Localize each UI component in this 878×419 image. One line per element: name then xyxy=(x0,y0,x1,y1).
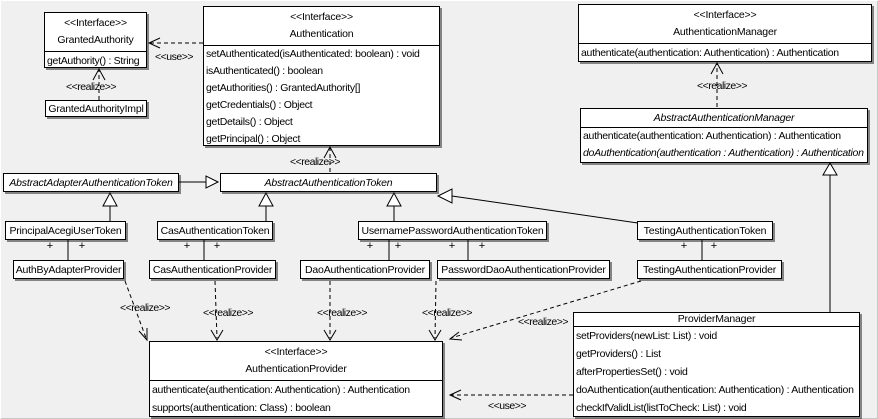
method: getCredentials() : Object xyxy=(206,99,313,111)
stereotype: <<Interface>> xyxy=(290,11,353,23)
association-end-plus: + xyxy=(46,240,54,252)
method: authenticate(authentication: Authenticat… xyxy=(583,130,841,142)
generalization-testing-to-abstract-token xyxy=(436,188,639,224)
realize-label: <<realize>> xyxy=(518,316,568,328)
class-name: GrantedAuthority xyxy=(57,34,134,46)
class-header: AbstractAuthenticationManager xyxy=(581,109,867,128)
class-testing-authentication-token[interactable]: TestingAuthenticationToken xyxy=(637,221,773,240)
method: getDetails() : Object xyxy=(206,116,293,128)
methods-compartment: setProviders(newList: List) : void getPr… xyxy=(574,327,859,417)
generalization-username-to-abstract-token xyxy=(386,191,402,221)
generalization-cas-to-abstract-token xyxy=(258,191,274,221)
realize-label: <<realize>> xyxy=(290,156,340,168)
class-name: GrantedAuthorityImpl xyxy=(48,102,144,115)
class-name: PrincipalAcegiUserToken xyxy=(9,224,122,237)
realize-label: <<realize>> xyxy=(422,307,472,319)
class-abstract-adapter-authentication-token[interactable]: AbstractAdapterAuthenticationToken xyxy=(3,173,179,192)
method: doAuthentication(authentication: Authent… xyxy=(576,384,854,396)
methods-compartment: getAuthority() : String xyxy=(45,52,146,70)
association-end-plus: + xyxy=(710,240,718,252)
class-name: AuthByAdapterProvider xyxy=(15,263,122,276)
class-abstract-authentication-manager[interactable]: AbstractAuthenticationManager authentica… xyxy=(580,108,868,163)
realize-label: <<realize>> xyxy=(317,307,367,319)
method: authenticate(authentication: Authenticat… xyxy=(581,47,839,59)
class-name: AuthenticationProvider xyxy=(245,363,347,375)
association-end-plus: + xyxy=(394,240,402,252)
association-end-plus: + xyxy=(78,240,86,252)
class-name: AbstractAdapterAuthenticationToken xyxy=(9,176,173,189)
class-principal-acegi-user-token[interactable]: PrincipalAcegiUserToken xyxy=(5,221,126,240)
association-end-plus: + xyxy=(366,240,374,252)
class-name: PasswordDaoAuthenticationProvider xyxy=(441,263,606,276)
class-name: Authentication xyxy=(289,28,354,40)
class-header: <<Interface>> GrantedAuthority xyxy=(45,13,146,52)
class-granted-authority-impl[interactable]: GrantedAuthorityImpl xyxy=(45,100,147,117)
class-header: <<Interface>> AuthenticationManager xyxy=(579,5,871,44)
method: afterPropertiesSet() : void xyxy=(576,366,688,378)
realize-label: <<realize>> xyxy=(203,307,253,319)
stereotype: <<Interface>> xyxy=(693,9,757,21)
class-name: AbstractAuthenticationToken xyxy=(264,176,393,189)
generalization-principal-to-adapter-token xyxy=(102,191,118,221)
class-cas-authentication-provider[interactable]: CasAuthenticationProvider xyxy=(149,260,276,279)
class-name: ProviderManager xyxy=(677,313,756,325)
methods-compartment: setAuthenticated(isAuthenticated: boolea… xyxy=(204,46,439,148)
method: supports(authentication: Class) : boolea… xyxy=(152,402,331,414)
association-end-plus: + xyxy=(478,240,486,252)
association-end-plus: + xyxy=(448,240,456,252)
generalization-providermanager-to-abstractmanager xyxy=(822,162,838,312)
class-header: <<Interface>> AuthenticationProvider xyxy=(150,342,442,381)
class-name: DaoAuthenticationProvider xyxy=(305,263,425,276)
class-name: AuthenticationManager xyxy=(673,26,777,38)
class-abstract-authentication-token[interactable]: AbstractAuthenticationToken xyxy=(220,173,437,192)
class-provider-manager[interactable]: ProviderManager setProviders(newList: Li… xyxy=(573,312,860,417)
class-header: <<Interface>> Authentication xyxy=(204,7,439,46)
class-granted-authority[interactable]: <<Interface>> GrantedAuthority getAuthor… xyxy=(44,12,147,68)
use-providermanager-authenticationprovider xyxy=(448,389,573,401)
class-header: ProviderManager xyxy=(574,313,859,327)
class-password-dao-authentication-provider[interactable]: PasswordDaoAuthenticationProvider xyxy=(437,260,610,279)
class-authentication-provider[interactable]: <<Interface>> AuthenticationProvider aut… xyxy=(149,341,443,417)
class-name: TestingAuthenticationToken xyxy=(643,224,767,237)
class-name: CasAuthenticationProvider xyxy=(152,263,273,276)
class-authentication[interactable]: <<Interface>> Authentication setAuthenti… xyxy=(203,6,440,146)
method: getPrincipal() : Object xyxy=(206,133,301,145)
use-label: <<use>> xyxy=(488,400,526,412)
methods-compartment: authenticate(authentication: Authenticat… xyxy=(579,44,871,63)
method: authenticate(authentication: Authenticat… xyxy=(152,384,410,396)
class-auth-by-adapter-provider[interactable]: AuthByAdapterProvider xyxy=(13,260,124,279)
methods-compartment: authenticate(authentication: Authenticat… xyxy=(150,381,442,417)
association-end-plus: + xyxy=(680,240,688,252)
class-name: AbstractAuthenticationManager xyxy=(653,112,795,124)
method: isAuthenticated() : boolean xyxy=(206,65,323,77)
realize-label: <<realize>> xyxy=(66,81,116,93)
method: getProviders() : List xyxy=(576,348,661,360)
association-end-plus: + xyxy=(213,240,221,252)
class-name: UsernamePasswordAuthenticationToken xyxy=(361,224,544,237)
method: getAuthorities() : GrantedAuthority[] xyxy=(206,82,361,94)
class-dao-authentication-provider[interactable]: DaoAuthenticationProvider xyxy=(300,260,430,279)
method: setProviders(newList: List) : void xyxy=(576,330,717,342)
use-authentication-grantedauthority xyxy=(147,37,203,49)
stereotype: <<Interface>> xyxy=(64,17,127,29)
realize-label: <<realize>> xyxy=(697,80,747,92)
method: setAuthenticated(isAuthenticated: boolea… xyxy=(206,48,420,60)
class-testing-authentication-provider[interactable]: TestingAuthenticationProvider xyxy=(637,260,782,279)
method: checkIfValidList(listToCheck: List) : vo… xyxy=(576,402,747,414)
class-name: TestingAuthenticationProvider xyxy=(642,263,777,276)
class-cas-authentication-token[interactable]: CasAuthenticationToken xyxy=(157,221,273,240)
class-username-password-authentication-token[interactable]: UsernamePasswordAuthenticationToken xyxy=(358,221,547,240)
methods-compartment: authenticate(authentication: Authenticat… xyxy=(581,128,867,162)
realize-label: <<realize>> xyxy=(120,302,170,314)
method: getAuthority() : String xyxy=(47,55,140,67)
method: doAuthentication(authentication : Authen… xyxy=(583,147,864,159)
association-end-plus: + xyxy=(183,240,191,252)
class-name: CasAuthenticationToken xyxy=(160,224,270,237)
class-authentication-manager[interactable]: <<Interface>> AuthenticationManager auth… xyxy=(578,4,872,62)
use-label: <<use>> xyxy=(155,51,193,63)
stereotype: <<Interface>> xyxy=(264,346,328,358)
generalization-adapter-to-abstract-token xyxy=(179,175,220,189)
